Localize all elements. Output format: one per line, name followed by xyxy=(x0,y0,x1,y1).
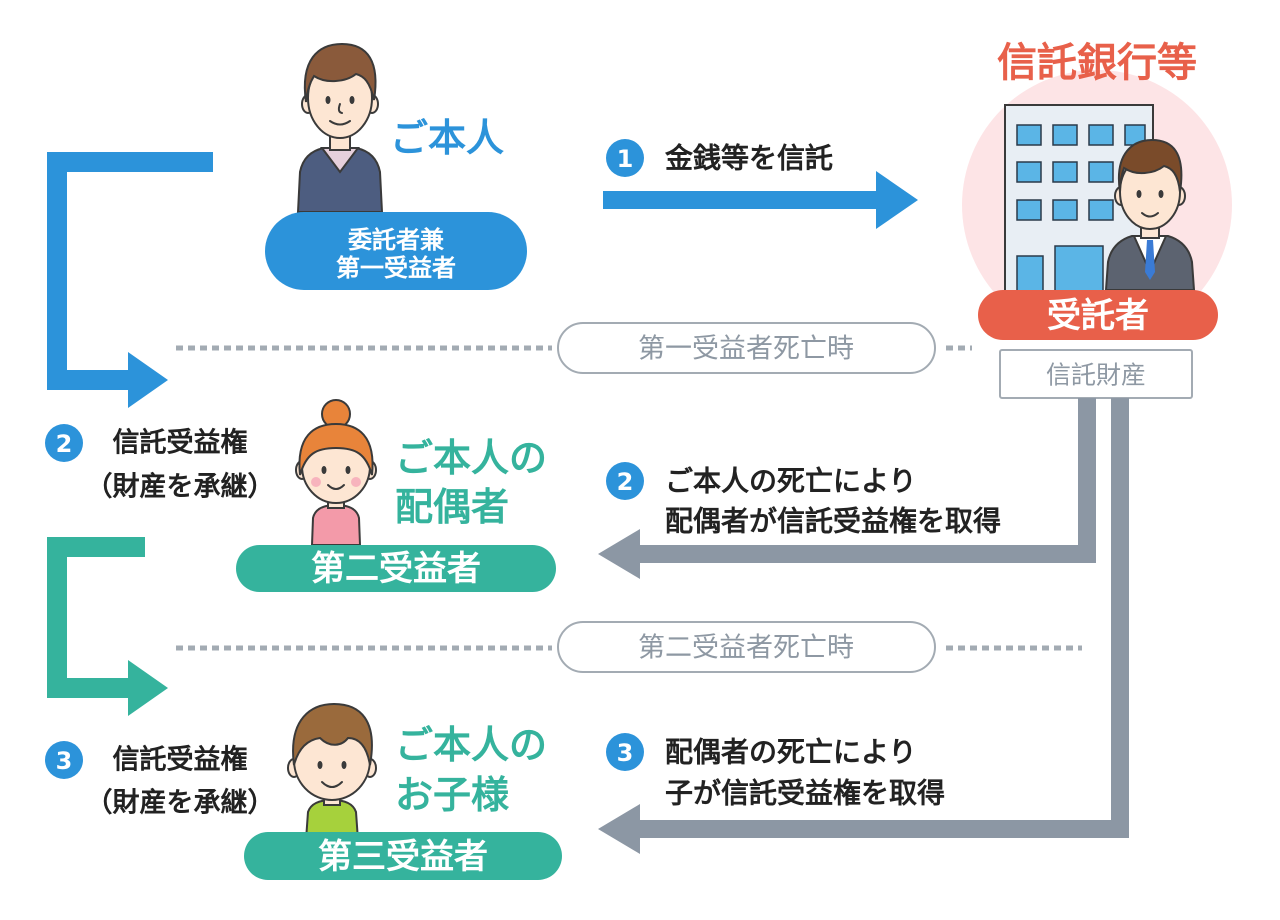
child-label-line1: ご本人の xyxy=(395,723,547,767)
note-3-circle xyxy=(45,741,83,779)
step-2-line1: ご本人の死亡により xyxy=(665,465,916,498)
hair xyxy=(292,702,373,766)
first-death-pill xyxy=(557,322,936,374)
building-window xyxy=(1088,199,1114,221)
second-beneficiary-label: 第二受益者 xyxy=(311,549,481,589)
step-1-number: 1 xyxy=(617,145,634,173)
step-3-line1: 配偶者の死亡により xyxy=(665,736,916,769)
trust-property-label: 信託財産 xyxy=(1046,361,1146,390)
eye xyxy=(345,466,351,474)
step-1-text: 金銭等を信託 xyxy=(664,142,833,175)
step-2-badge: 2 xyxy=(606,462,644,500)
mouth xyxy=(327,484,345,490)
building-window xyxy=(1016,161,1042,183)
eye xyxy=(1136,190,1142,198)
child-illustration xyxy=(287,702,377,841)
necktie xyxy=(1145,240,1155,280)
mouth xyxy=(329,120,351,126)
trust-bank-section: 信託銀行等 受託者 信託財産 xyxy=(962,40,1232,399)
hair xyxy=(1117,138,1183,193)
eye xyxy=(321,466,327,474)
succession-bracket-arrow-1 xyxy=(47,152,213,408)
eye xyxy=(341,761,347,769)
eye xyxy=(1158,190,1164,198)
building-window xyxy=(1016,124,1042,146)
third-beneficiary-pill xyxy=(244,832,562,880)
trustee-pill xyxy=(978,290,1218,340)
succession-note-3: 3 信託受益権 （財産を承継） xyxy=(45,741,275,819)
principal-role-line2: 第一受益者 xyxy=(336,254,456,282)
spouse-illustration xyxy=(295,399,377,546)
top xyxy=(310,503,362,546)
cheek xyxy=(311,477,321,487)
step-1-badge: 1 xyxy=(606,139,644,177)
building-window xyxy=(1052,124,1078,146)
child-label-line2: お子様 xyxy=(395,773,510,817)
note-2-circle xyxy=(45,424,83,462)
step-2-number: 2 xyxy=(617,468,634,496)
hair xyxy=(298,422,374,476)
building-window xyxy=(1052,199,1078,221)
building-window xyxy=(1016,199,1042,221)
trust-bank-title: 信託銀行等 xyxy=(997,40,1197,86)
note-2-line1: 信託受益権 xyxy=(113,427,248,459)
first-death-label: 第一受益者死亡時 xyxy=(638,334,854,365)
note-2-line2: （財産を承継） xyxy=(86,471,275,503)
step-1-circle xyxy=(606,139,644,177)
step-3-line2: 子が信託受益権を取得 xyxy=(665,777,945,810)
principal-role-line1: 委託者兼 xyxy=(347,226,444,254)
succession-bracket-arrow-2 xyxy=(47,537,168,716)
note-3-line1: 信託受益権 xyxy=(113,744,248,776)
arrow-entrust-to-bank xyxy=(603,171,918,229)
note-3-line2: （財産を承継） xyxy=(86,787,275,819)
cheek xyxy=(351,477,361,487)
principal-role-pill xyxy=(265,212,527,290)
step-2-line2: 配偶者が信託受益権を取得 xyxy=(665,505,1001,538)
building-window xyxy=(1088,161,1114,183)
spouse-label-line1: ご本人の xyxy=(395,436,547,480)
trustee-man-illustration xyxy=(1104,138,1196,291)
nose xyxy=(337,103,343,114)
principal-label: ご本人 xyxy=(390,116,504,160)
note-2-number: 2 xyxy=(56,430,73,458)
principal-illustration xyxy=(296,42,384,213)
eye xyxy=(325,96,331,104)
hair xyxy=(303,42,377,103)
third-beneficiary-label: 第三受益者 xyxy=(318,837,488,877)
mouth xyxy=(1141,212,1159,218)
step-3-circle xyxy=(606,733,644,771)
eye xyxy=(349,96,355,104)
second-death-pill xyxy=(557,621,936,673)
building-window xyxy=(1088,124,1114,146)
step-2-circle xyxy=(606,462,644,500)
second-beneficiary-pill xyxy=(236,545,556,592)
arrow-to-second-beneficiary xyxy=(598,398,1096,579)
eye xyxy=(317,761,323,769)
trustee-label: 受託者 xyxy=(1047,296,1149,336)
second-death-label: 第二受益者死亡時 xyxy=(638,633,854,664)
building-window xyxy=(1052,161,1078,183)
spouse-label-line2: 配偶者 xyxy=(395,485,509,529)
step-3-number: 3 xyxy=(617,739,634,767)
step-3-badge: 3 xyxy=(606,733,644,771)
mouth xyxy=(321,781,343,788)
succession-note-2: 2 信託受益権 （財産を承継） xyxy=(45,424,275,503)
note-3-number: 3 xyxy=(56,747,73,775)
